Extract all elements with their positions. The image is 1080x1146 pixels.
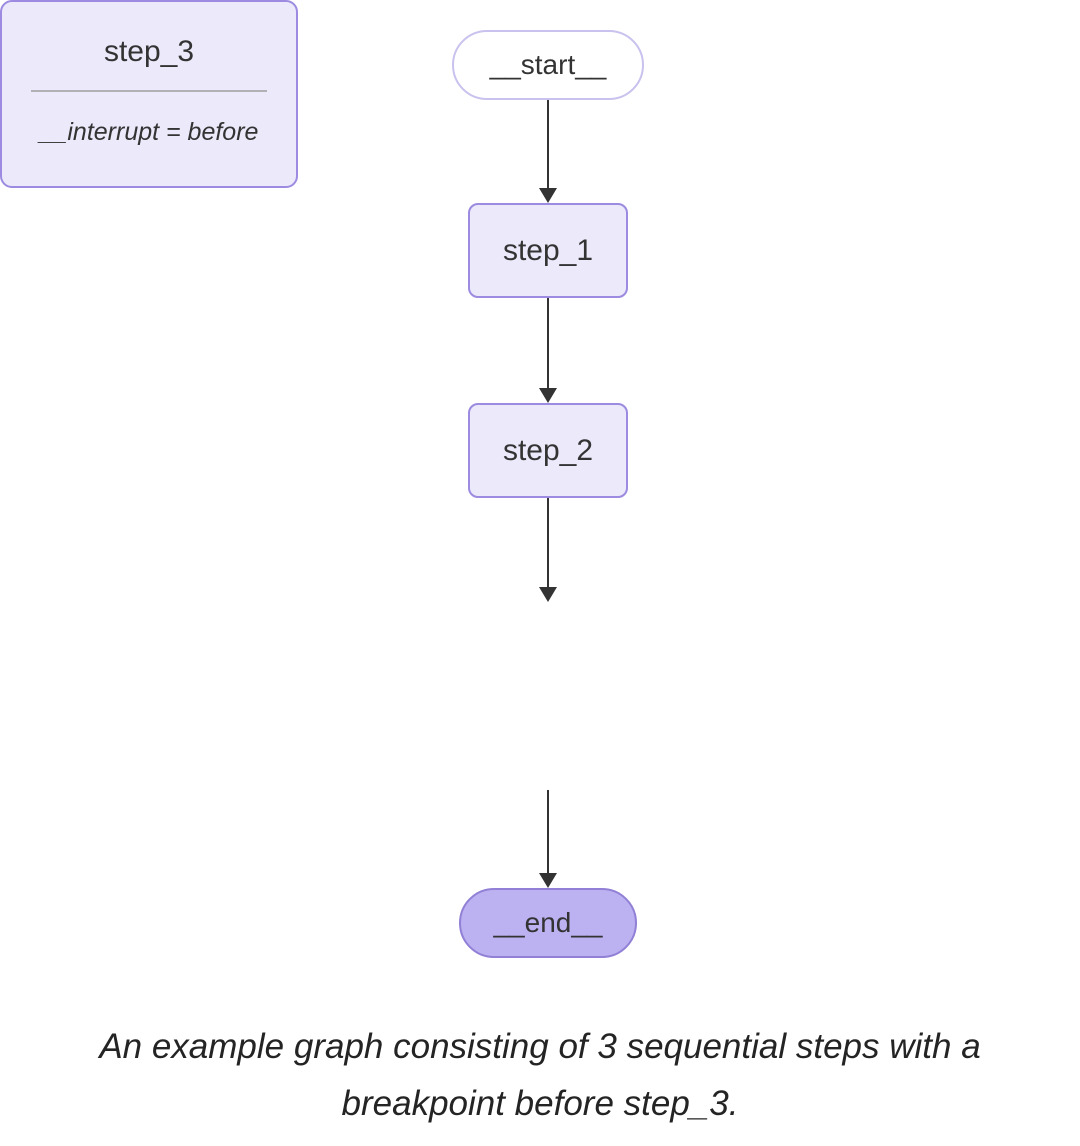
node-step1-label: step_1 [502,233,594,267]
edge-start-step1-line [547,100,549,189]
node-step2: step_2 [468,403,628,498]
figure-caption-line1: An example graph consisting of 3 sequent… [99,1027,981,1066]
figure-caption-line2: breakpoint before step_3. [341,1084,739,1123]
node-divider [31,90,267,92]
node-step3-label: step_3 [103,35,195,68]
node-step3: step_3 __interrupt = before [0,0,298,188]
arrowhead-icon [539,873,557,888]
node-start-label: __start__ [489,49,607,80]
arrowhead-icon [539,587,557,602]
node-start: __start__ [452,30,644,100]
arrowhead-icon [539,188,557,203]
edge-step1-step2-line [547,298,549,389]
node-end: __end__ [459,888,637,958]
edge-step2-step3-line [547,498,549,588]
node-step2-label: step_2 [502,433,594,467]
figure-caption: An example graph consisting of 3 sequent… [40,1018,1040,1132]
node-step3-interrupt-annotation: __interrupt = before [39,118,259,146]
node-end-label: __end__ [493,907,603,938]
arrowhead-icon [539,388,557,403]
edge-step3-end-line [547,790,549,874]
node-step1: step_1 [468,203,628,298]
